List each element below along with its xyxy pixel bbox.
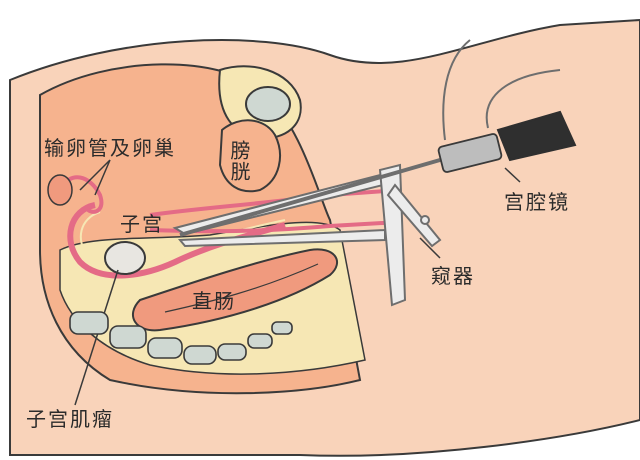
speculum-pointer	[419, 237, 441, 259]
hysteroscope-pointer	[504, 167, 521, 183]
vertebra	[109, 325, 147, 349]
label-fibroid: 子宫肌瘤	[26, 407, 114, 431]
scope-cable-2	[485, 69, 561, 129]
fibroid	[104, 241, 146, 275]
speculum-lower-blade	[177, 228, 386, 248]
label-tubes-ovaries: 输卵管及卵巢	[44, 136, 176, 160]
ovary-pointer	[79, 159, 111, 196]
ovary	[47, 174, 73, 206]
label-bladder: 膀胱	[227, 140, 251, 182]
label-rectum: 直肠	[192, 289, 236, 313]
fallopian-tube	[58, 175, 104, 214]
vertebra	[183, 345, 217, 365]
rectum-inner	[164, 263, 319, 313]
label-hysteroscope: 宫腔镜	[504, 190, 570, 214]
vertebra	[147, 337, 183, 359]
scope-body	[437, 133, 503, 173]
vertebra	[271, 321, 293, 335]
label-speculum: 窥器	[431, 264, 475, 288]
label-uterus: 子宫	[120, 212, 164, 236]
fibroid-pointer	[74, 269, 119, 406]
rectum	[131, 248, 339, 332]
pubic-bone	[245, 86, 291, 122]
scope-shaft	[179, 158, 441, 237]
vertebra	[247, 333, 273, 349]
hysteroscope	[179, 39, 577, 237]
vertebra	[217, 343, 247, 361]
vertebra	[69, 311, 109, 335]
spine-segments	[69, 311, 293, 365]
scope-eyepiece	[496, 110, 577, 162]
scope-cable-1	[442, 39, 471, 141]
speculum-screw	[420, 215, 430, 225]
bladder	[218, 119, 281, 193]
